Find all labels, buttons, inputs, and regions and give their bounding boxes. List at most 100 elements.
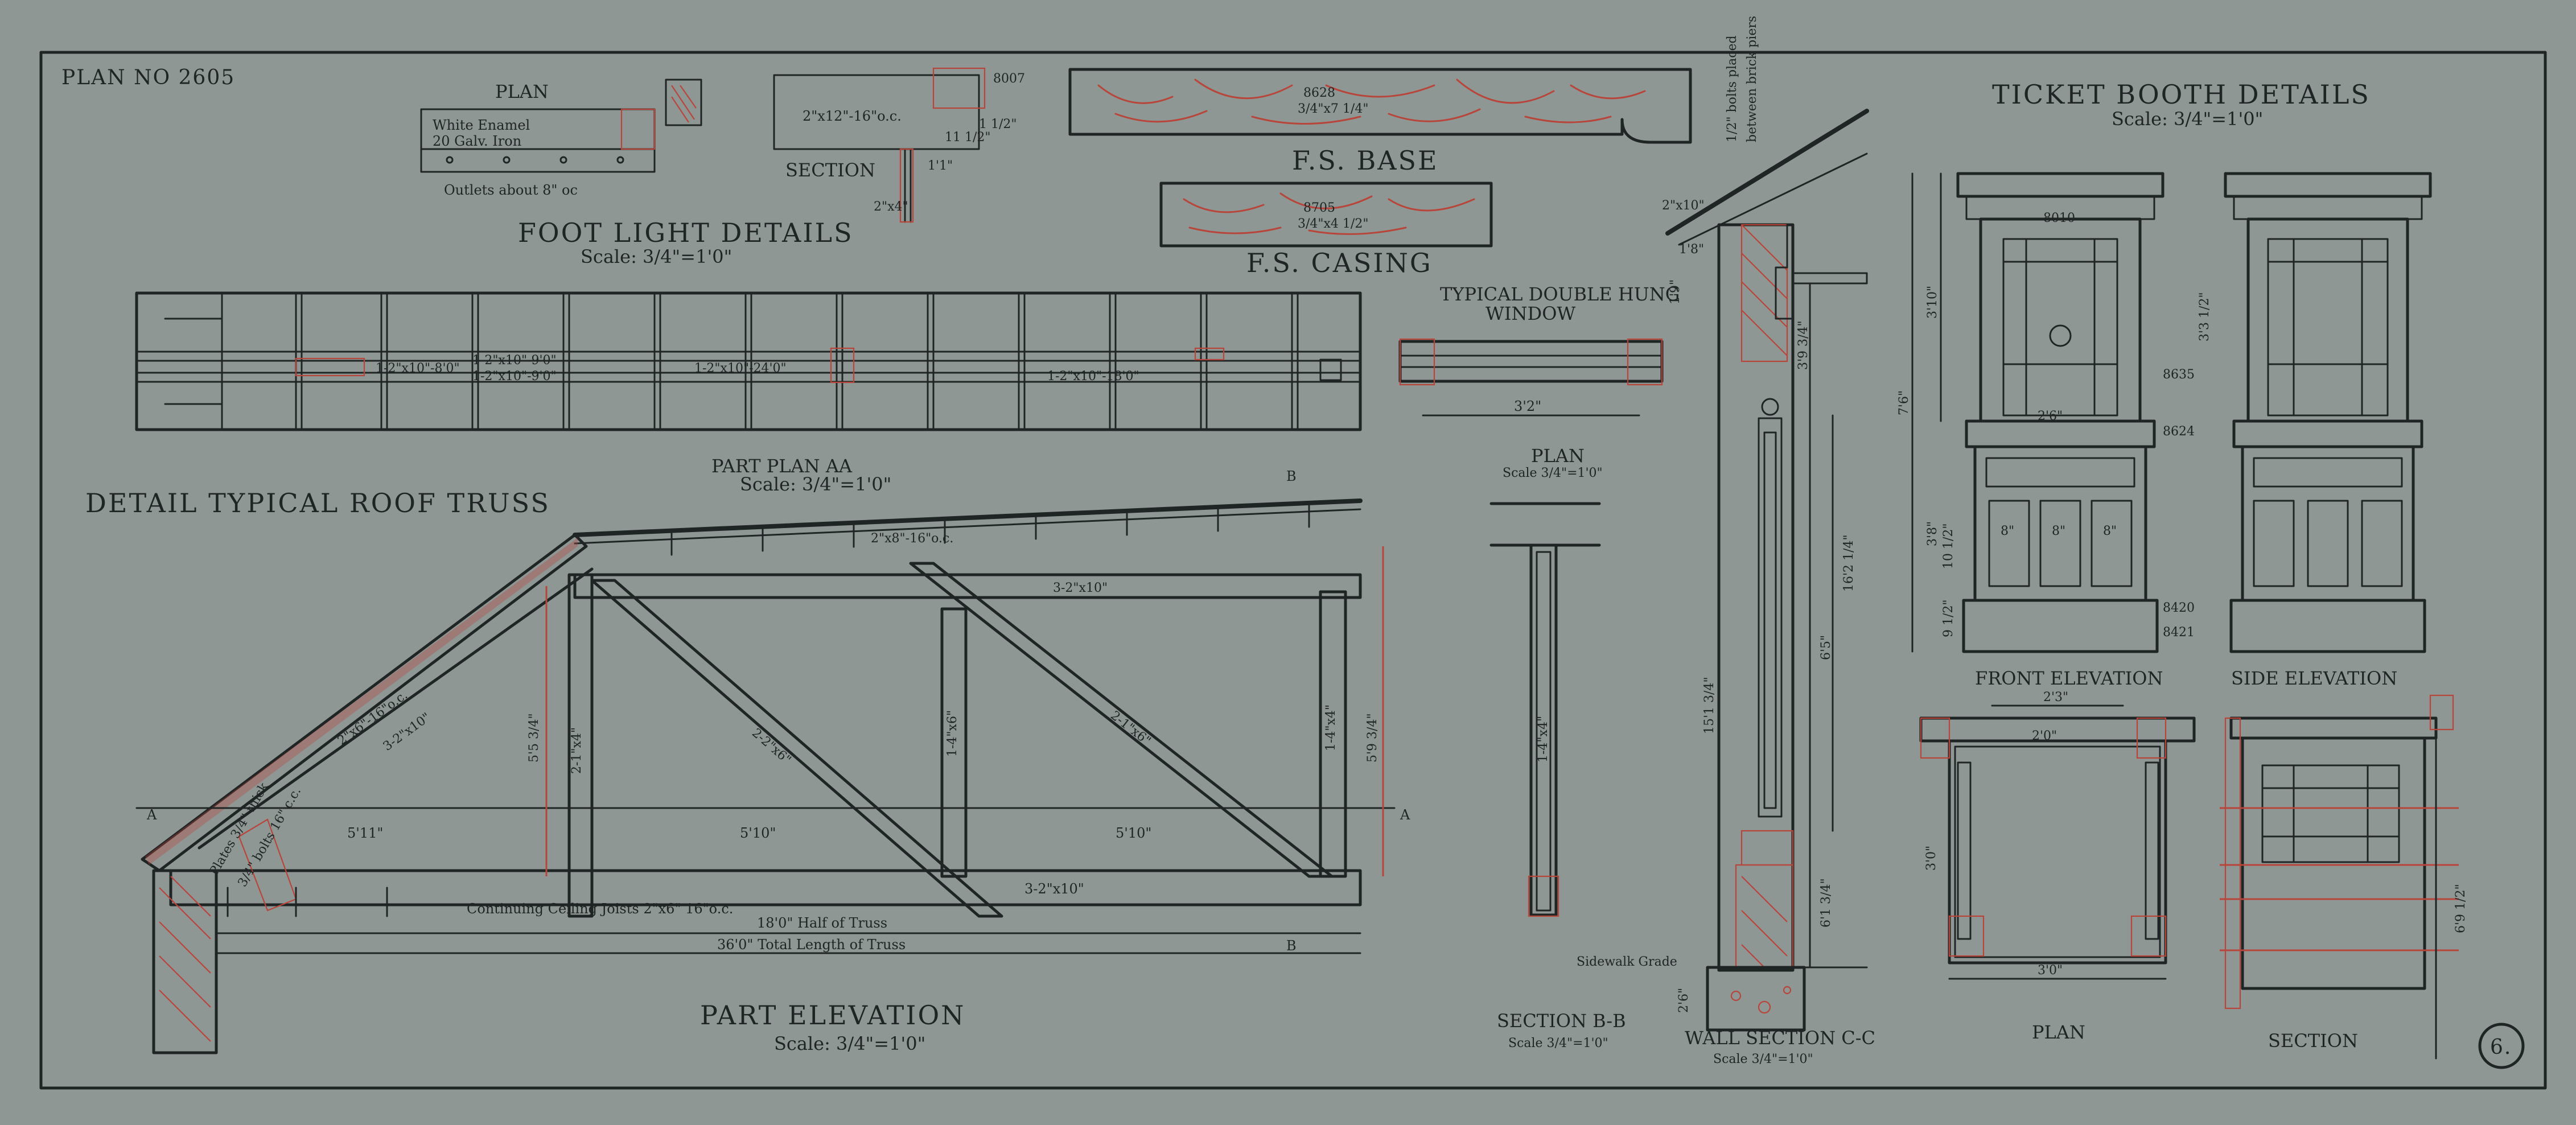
wall-section-scale: Scale 3/4"=1'0" — [1713, 1052, 1813, 1066]
svg-text:7'6": 7'6" — [1897, 390, 1911, 415]
svg-text:5'11": 5'11" — [347, 825, 383, 841]
svg-text:11 1/2": 11 1/2" — [945, 130, 991, 145]
foot-light-plan-title: PLAN — [495, 81, 549, 102]
svg-text:8705: 8705 — [1303, 201, 1335, 215]
svg-text:8421: 8421 — [2163, 625, 2195, 640]
svg-text:6'5": 6'5" — [1819, 635, 1833, 660]
svg-text:Continuing Ceiling Joists 2"x6: Continuing Ceiling Joists 2"x6" 16"o.c. — [467, 901, 733, 917]
ticket-booth-plan: 2'3" 2'0" 3'0" 3'0" PLAN — [1919, 690, 2196, 1043]
ticket-booth-side-elevation: 8635 8624 8420 8421 3'3 1/2" SIDE ELEVAT… — [2163, 172, 2432, 689]
fs-casing-title: F.S. CASING — [1246, 248, 1433, 278]
svg-text:B: B — [1286, 468, 1297, 484]
svg-text:Outlets about 8" oc: Outlets about 8" oc — [444, 182, 578, 198]
svg-text:between brick piers: between brick piers — [1745, 16, 1759, 142]
svg-text:16'2 1/4": 16'2 1/4" — [1842, 534, 1856, 592]
svg-text:8624: 8624 — [2163, 425, 2195, 439]
section-bb-scale: Scale 3/4"=1'0" — [1508, 1036, 1608, 1050]
svg-text:8": 8" — [2052, 524, 2065, 538]
svg-text:1 1/2": 1 1/2" — [979, 117, 1017, 131]
svg-text:8420: 8420 — [2163, 601, 2195, 615]
svg-text:1'8": 1'8" — [1679, 242, 1704, 257]
ticket-booth-plan-title: PLAN — [2032, 1021, 2085, 1043]
svg-text:18'0" Half of Truss: 18'0" Half of Truss — [757, 915, 887, 931]
part-elevation-title: PART ELEVATION — [700, 1000, 965, 1031]
svg-text:3/4"x7 1/4": 3/4"x7 1/4" — [1298, 102, 1368, 116]
svg-text:10 1/2": 10 1/2" — [1941, 523, 1956, 569]
sheet-number: 6. — [2490, 1036, 2512, 1059]
svg-text:3/4"x4 1/2": 3/4"x4 1/2" — [1298, 217, 1368, 231]
svg-text:2'6": 2'6" — [2038, 409, 2063, 423]
svg-text:1-4"x6": 1-4"x6" — [945, 710, 960, 757]
svg-text:1-2"x10"-18'0": 1-2"x10"-18'0" — [1047, 369, 1139, 384]
window-width: 3'2" — [1514, 398, 1541, 414]
foot-light-scale: Scale: 3/4"=1'0" — [581, 246, 732, 267]
svg-text:8": 8" — [2001, 524, 2014, 538]
svg-text:2"x10": 2"x10" — [1662, 199, 1705, 213]
part-plan-aa: 1-2"x10"-8'0" 1-2"x10"-9'0" 1-2"x10"-9'0… — [135, 291, 1362, 495]
plan-number: PLAN NO 2605 — [61, 66, 235, 89]
svg-text:1-4"x4": 1-4"x4" — [1324, 704, 1338, 751]
svg-text:B: B — [1286, 938, 1297, 954]
svg-text:3-2"x10": 3-2"x10" — [1053, 581, 1108, 595]
section-bb-detail: PLAN Scale 3/4"=1'0" 1-4"x4" SECTION B-B… — [1489, 445, 1626, 1050]
svg-text:3'0": 3'0" — [1924, 846, 1939, 871]
svg-text:2-1"x4": 2-1"x4" — [570, 727, 584, 774]
wall-section-cc-detail: 1/2" bolts placed between brick piers 2"… — [1577, 16, 1875, 1066]
svg-text:2"x4": 2"x4" — [874, 200, 908, 214]
svg-text:3'10": 3'10" — [1925, 286, 1940, 319]
wall-section-title: WALL SECTION C-C — [1685, 1027, 1875, 1049]
ticket-booth-scale: Scale: 3/4"=1'0" — [2112, 108, 2263, 130]
svg-text:1/2" bolts placed: 1/2" bolts placed — [1725, 35, 1739, 142]
svg-text:Scale 3/4"=1'0": Scale 3/4"=1'0" — [1503, 466, 1603, 480]
sheet-border — [39, 51, 2547, 1090]
svg-text:5'10": 5'10" — [740, 825, 776, 841]
ticket-booth-section-title: SECTION — [2268, 1030, 2358, 1052]
svg-text:WINDOW: WINDOW — [1485, 303, 1575, 324]
svg-text:1-4"x4": 1-4"x4" — [1536, 716, 1550, 763]
svg-text:8007: 8007 — [993, 72, 1025, 86]
svg-text:1-2"x10"-24'0": 1-2"x10"-24'0" — [694, 361, 787, 376]
svg-text:3'8": 3'8" — [1925, 521, 1940, 546]
svg-text:2"x12"-16"o.c.: 2"x12"-16"o.c. — [803, 108, 902, 124]
svg-text:2'6": 2'6" — [1677, 988, 1691, 1013]
ticket-booth-section: 6'9 1/2" SECTION — [2220, 694, 2468, 1060]
svg-text:9 1/2": 9 1/2" — [1941, 599, 1956, 637]
svg-text:8635: 8635 — [2163, 368, 2195, 382]
section-bb-title: SECTION B-B — [1497, 1010, 1626, 1032]
part-plan-aa-title: PART PLAN AA — [711, 455, 853, 477]
part-elevation-scale: Scale: 3/4"=1'0" — [774, 1033, 925, 1054]
svg-text:1'9": 1'9" — [1668, 279, 1682, 304]
svg-text:1-2"x10"-8'0": 1-2"x10"-8'0" — [376, 361, 460, 376]
svg-text:8": 8" — [2103, 524, 2117, 538]
fs-base-detail: 8628 3/4"x7 1/4" F.S. BASE — [1068, 68, 1692, 176]
svg-text:White Enamel: White Enamel — [433, 117, 530, 133]
svg-text:8010: 8010 — [2043, 211, 2075, 225]
svg-text:2"x8"-16"o.c.: 2"x8"-16"o.c. — [871, 531, 953, 546]
svg-text:5'10": 5'10" — [1116, 825, 1151, 841]
svg-text:1-2"x10"-9'0": 1-2"x10"-9'0" — [472, 353, 557, 368]
double-hung-window-detail: TYPICAL DOUBLE HUNG WINDOW 3'2" — [1398, 283, 1680, 417]
svg-text:2'3": 2'3" — [2043, 690, 2068, 704]
svg-text:6'9 1/2": 6'9 1/2" — [2454, 884, 2468, 933]
svg-text:3'3 1/2": 3'3 1/2" — [2198, 292, 2212, 341]
svg-text:5'5 3/4": 5'5 3/4" — [527, 713, 541, 763]
side-elevation-title: SIDE ELEVATION — [2231, 667, 2397, 689]
foot-light-details: PLAN White Enamel 20 Galv. Iron Outlets … — [420, 67, 1025, 267]
ticket-booth-details: TICKET BOOTH DETAILS Scale: 3/4"=1'0" 80… — [1897, 79, 2468, 1060]
svg-text:A: A — [146, 807, 157, 823]
roof-truss-title: DETAIL TYPICAL ROOF TRUSS — [85, 488, 550, 518]
svg-text:3'0": 3'0" — [2038, 963, 2063, 978]
roof-truss-detail: DETAIL TYPICAL ROOF TRUSS 2"x8"-16"o.c. … — [85, 468, 1410, 1054]
svg-text:5'9 3/4": 5'9 3/4" — [1365, 713, 1380, 763]
svg-text:6'1 3/4": 6'1 3/4" — [1819, 878, 1833, 928]
ticket-booth-title: TICKET BOOTH DETAILS — [1992, 79, 2371, 110]
svg-text:1-2"x10"-9'0": 1-2"x10"-9'0" — [472, 369, 557, 384]
sheet-number-badge — [2478, 1023, 2525, 1069]
svg-text:20 Galv. Iron: 20 Galv. Iron — [433, 133, 521, 149]
svg-text:2'0": 2'0" — [2032, 729, 2057, 743]
svg-text:TYPICAL DOUBLE HUNG: TYPICAL DOUBLE HUNG — [1440, 283, 1680, 305]
svg-text:A: A — [1400, 807, 1410, 823]
svg-text:3'9 3/4": 3'9 3/4" — [1796, 320, 1810, 370]
svg-text:Sidewalk Grade: Sidewalk Grade — [1577, 955, 1677, 969]
